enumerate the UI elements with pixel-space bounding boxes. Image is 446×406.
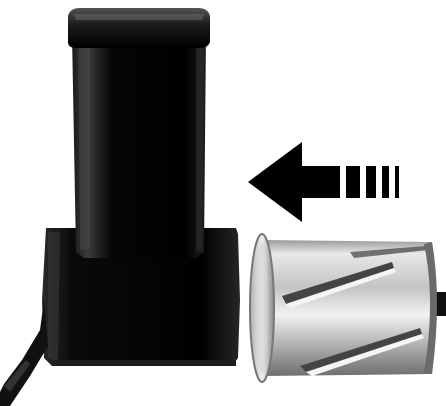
- feed-tube-tower: [72, 34, 206, 258]
- shredding-drum: [250, 234, 446, 382]
- feed-tube-cap: [68, 8, 210, 48]
